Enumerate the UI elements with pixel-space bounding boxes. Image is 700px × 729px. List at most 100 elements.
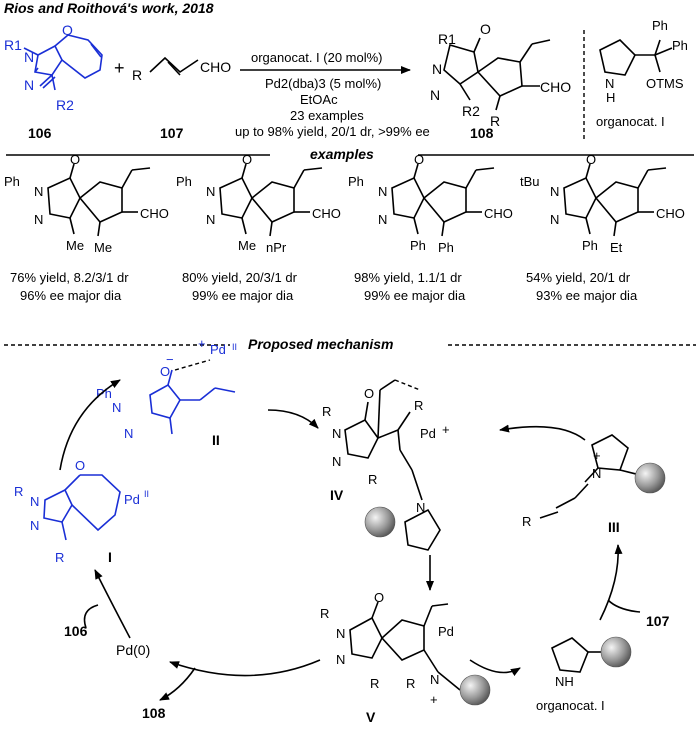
arrow-organocat-to-III xyxy=(599,544,623,621)
organocatalyst-structure xyxy=(599,39,673,76)
arrow-108-out xyxy=(159,667,196,701)
example-1-yield: 76% yield, 8.2/3/1 dr xyxy=(10,270,129,285)
example-4-cho: CHO xyxy=(656,206,685,221)
example-1-n1: N xyxy=(34,184,43,199)
organocat-bottom-nh: NH xyxy=(555,674,574,689)
IV-n1: N xyxy=(332,426,341,441)
organocat-otms: OTMS xyxy=(646,76,684,91)
reactant-106-n1: N xyxy=(24,49,34,65)
I-pd: Pd xyxy=(124,492,140,507)
organocat-n: N xyxy=(605,76,614,91)
reactant-107-label: 107 xyxy=(160,125,184,141)
II-ph: Ph xyxy=(96,386,112,401)
mech-in-106: 106 xyxy=(64,623,88,639)
II-pd-plus: + xyxy=(198,336,206,351)
intermediate-I-structure xyxy=(43,474,121,541)
condition-3: EtOAc xyxy=(300,92,338,107)
II-n1: N xyxy=(112,400,121,415)
organocat-h: H xyxy=(606,90,615,105)
plus-sign: + xyxy=(114,58,125,78)
example-2-yield: 80% yield, 20/3/1 dr xyxy=(182,270,298,285)
reactant-106-n2: N xyxy=(24,77,34,93)
arrow-V-to-organocat xyxy=(469,659,521,677)
example-2-n2: N xyxy=(206,212,215,227)
example-4-yield: 54% yield, 20/1 dr xyxy=(526,270,631,285)
I-n2: N xyxy=(30,518,39,533)
example-3-n2: N xyxy=(378,212,387,227)
I-label: I xyxy=(108,549,112,565)
product-108-n2: N xyxy=(430,87,440,103)
IV-r2: R xyxy=(368,472,377,487)
arrow-V-to-Pd0 xyxy=(169,659,321,677)
product-108-r2: R2 xyxy=(462,103,480,119)
IV-n2: N xyxy=(332,454,341,469)
IV-pd: Pd xyxy=(420,426,436,441)
V-r1: R xyxy=(320,606,329,621)
condition-5: up to 98% yield, 20/1 dr, >99% ee xyxy=(235,124,430,139)
I-r2: R xyxy=(55,550,64,565)
example-2-n-substituent: Ph xyxy=(176,174,192,189)
arrow-I-to-II xyxy=(59,379,121,471)
IV-pd-plus: + xyxy=(442,422,450,437)
reactant-107-cho: CHO xyxy=(200,59,231,75)
mech-out-108: 108 xyxy=(142,705,166,721)
pd0-label: Pd(0) xyxy=(116,642,150,658)
V-label: V xyxy=(366,709,376,725)
condition-1: organocat. I (20 mol%) xyxy=(251,50,383,65)
example-2-c-substituent: Me xyxy=(238,238,256,253)
example-4-n2: N xyxy=(550,212,559,227)
IV-n-enamine: N xyxy=(416,500,425,515)
V-n-plus: + xyxy=(430,692,438,707)
intermediate-II-structure xyxy=(149,359,236,435)
example-1-n-substituent: Ph xyxy=(4,174,20,189)
III-label: III xyxy=(608,519,620,535)
header-title: Rios and Roithová's work, 2018 xyxy=(4,0,214,16)
example-2-ee: 99% ee major dia xyxy=(192,288,294,303)
organocat-bottom-label: organocat. I xyxy=(536,698,605,713)
product-108-o: O xyxy=(480,21,491,37)
example-4-n-substituent: tBu xyxy=(520,174,540,189)
reactant-107-structure xyxy=(149,56,199,76)
III-n: N xyxy=(592,466,601,481)
mechanism-heading: Proposed mechanism xyxy=(248,336,394,352)
example-3-cho: CHO xyxy=(484,206,513,221)
arrow-III-to-IV xyxy=(499,424,586,441)
example-2-o: O xyxy=(242,152,252,167)
example-1-o: O xyxy=(70,152,80,167)
example-3-n-substituent: Ph xyxy=(348,174,364,189)
arrow-106-in xyxy=(83,604,99,629)
example-4-o: O xyxy=(586,152,596,167)
example-3-c-substituent: Ph xyxy=(410,238,426,253)
IV-o: O xyxy=(364,386,374,401)
example-2-n1: N xyxy=(206,184,215,199)
example-4-ee: 93% ee major dia xyxy=(536,288,638,303)
example-1-n2: N xyxy=(34,212,43,227)
IV-catalyst-ball xyxy=(364,506,396,538)
I-r1: R xyxy=(14,484,23,499)
intermediate-IV-structure xyxy=(344,379,441,551)
example-1-c-substituent: Me xyxy=(66,238,84,253)
example-4-r-substituent: Et xyxy=(610,240,623,255)
example-3-ee: 99% ee major dia xyxy=(364,288,466,303)
arrow-107-in xyxy=(607,599,641,613)
organocat-ph2: Ph xyxy=(672,38,688,53)
organocat-ph1: Ph xyxy=(652,18,668,33)
V-r: R xyxy=(406,676,415,691)
reactant-106-structure xyxy=(23,34,103,91)
reactant-106-label: 106 xyxy=(28,125,52,141)
product-108-structure xyxy=(443,37,551,111)
example-2-r-substituent: nPr xyxy=(266,240,287,255)
organocat-bottom-structure xyxy=(551,637,604,673)
product-108-n1: N xyxy=(432,61,442,77)
intermediate-V-structure xyxy=(349,601,461,691)
V-n1: N xyxy=(336,626,345,641)
reactant-106-o: O xyxy=(62,22,73,38)
reactant-107-r: R xyxy=(132,67,142,83)
examples-heading: examples xyxy=(310,146,374,162)
I-o: O xyxy=(75,458,85,473)
II-pd-ox: II xyxy=(232,342,237,352)
I-pd-ox: II xyxy=(144,489,149,499)
